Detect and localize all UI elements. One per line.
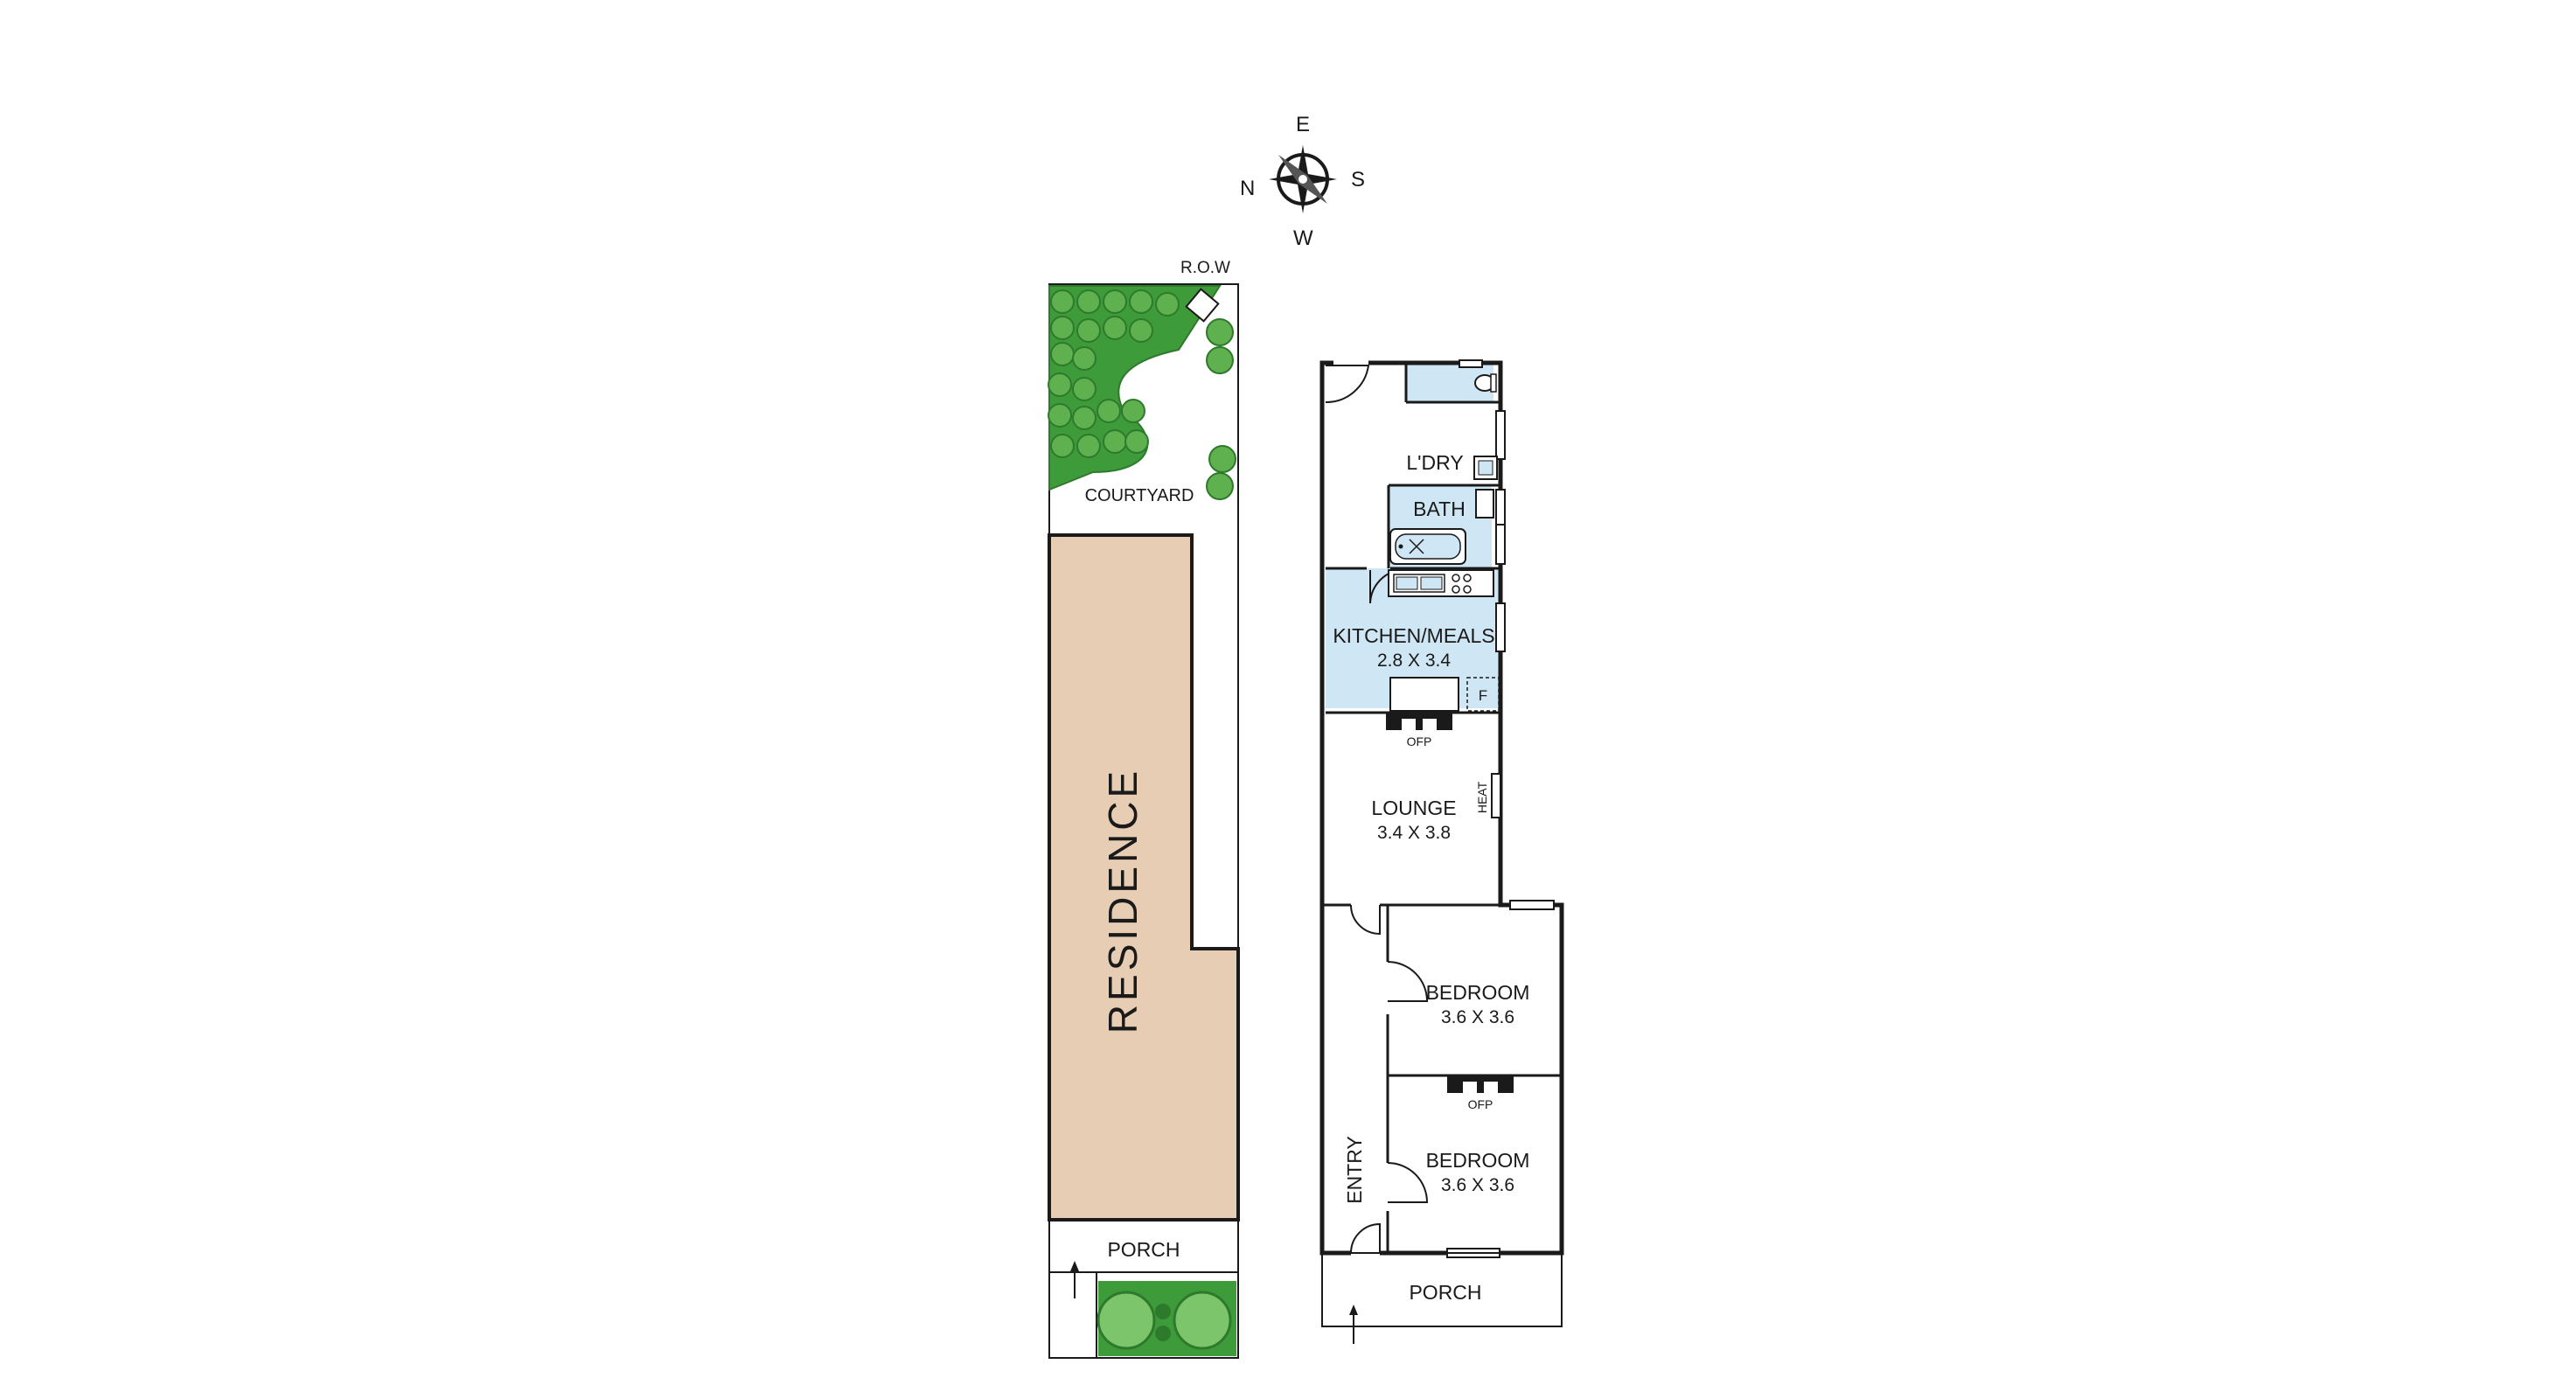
fireplace-2-label: OFP — [1468, 1097, 1493, 1111]
toilet-fixture — [1474, 373, 1497, 393]
bedroom-2-label: BEDROOM — [1426, 1149, 1530, 1172]
compass: E N S W — [1240, 113, 1365, 250]
door-swings — [1325, 365, 1429, 1254]
site-porch-label: PORCH — [1107, 1238, 1180, 1261]
entry-label: ENTRY — [1343, 1136, 1366, 1204]
compass-south-label: S — [1351, 168, 1365, 191]
kitchen-label: KITCHEN/MEALS — [1333, 624, 1494, 647]
fireplace-2: OFP — [1447, 1075, 1514, 1111]
lounge-label: LOUNGE — [1371, 797, 1456, 819]
porch-outline — [1321, 1252, 1563, 1327]
front-shrub-2 — [1155, 1326, 1171, 1341]
fridge-label: F — [1479, 687, 1487, 704]
floor-plan: F OFP HEAT OFP L'DRY BATH KITCHEN/MEALS … — [1319, 359, 1564, 1344]
heater: HEAT — [1475, 773, 1501, 818]
compass-north-label: N — [1240, 177, 1255, 200]
front-shrub-1 — [1155, 1304, 1171, 1319]
porch-label: PORCH — [1409, 1281, 1481, 1304]
heater-label: HEAT — [1475, 781, 1489, 813]
residence-label: RESIDENCE — [1100, 768, 1145, 1034]
fridge-space: F — [1466, 677, 1500, 712]
compass-center — [1298, 175, 1307, 184]
bath-label: BATH — [1413, 498, 1466, 520]
front-tree-1 — [1097, 1291, 1156, 1350]
residence-block — [1048, 533, 1240, 1222]
fireplace-1: OFP — [1386, 713, 1452, 748]
compass-west-label: W — [1293, 226, 1313, 250]
windows — [1446, 359, 1555, 1258]
row-label: R.O.W — [1180, 259, 1230, 277]
fireplace-1-label: OFP — [1407, 734, 1432, 748]
side-shrubs — [1206, 318, 1236, 500]
laundry-label: L'DRY — [1406, 451, 1463, 474]
vanity — [1475, 489, 1494, 519]
row-gate — [1185, 288, 1220, 323]
kitchen-size: 2.8 X 3.4 — [1377, 651, 1451, 671]
bedroom-1-size: 3.6 X 3.6 — [1441, 1007, 1514, 1027]
laundry-tub — [1473, 456, 1498, 480]
kitchen-island — [1389, 677, 1459, 712]
courtyard-label: COURTYARD — [1085, 486, 1194, 505]
bedroom-1-label: BEDROOM — [1426, 981, 1530, 1004]
site-plan: RESIDENCE PORCH — [1048, 259, 1240, 1359]
bathtub — [1389, 528, 1466, 565]
bedroom-2-size: 3.6 X 3.6 — [1441, 1175, 1514, 1195]
entry-arrow — [1349, 1305, 1358, 1344]
site-entry-arrow — [1070, 1261, 1079, 1298]
rear-garden-shrubs — [1048, 289, 1180, 458]
lounge-size: 3.4 X 3.8 — [1377, 823, 1451, 843]
kitchen-bench — [1388, 569, 1494, 597]
front-tree-2 — [1173, 1291, 1232, 1350]
compass-east-label: E — [1296, 113, 1310, 136]
